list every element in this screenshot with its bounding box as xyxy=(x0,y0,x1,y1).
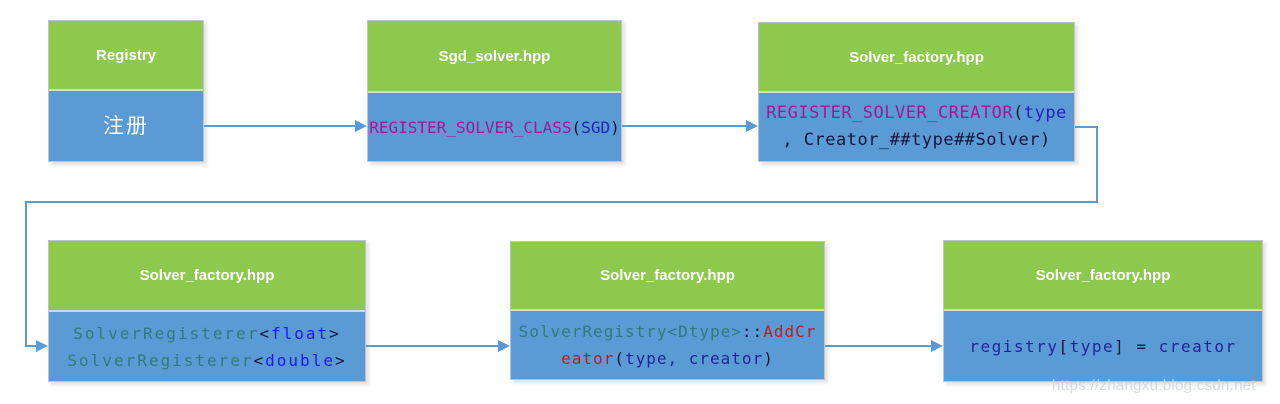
code-segment: type, creator xyxy=(624,349,764,368)
code-line: SolverRegisterer<float> xyxy=(73,320,341,347)
code-segment: ] xyxy=(1114,336,1126,356)
node-sgd-solver-header: Sgd_solver.hpp xyxy=(368,21,621,93)
node-solver-factory-registerer-title: Solver_factory.hpp xyxy=(139,267,275,284)
code-segment: SolverRegistry xyxy=(518,322,668,341)
node-solver-factory-registry-assign-body: registry[type] = creator xyxy=(944,311,1262,381)
code-line: , Creator_##type##Solver) xyxy=(782,127,1050,154)
node-solver-factory-registerer-header: Solver_factory.hpp xyxy=(49,241,365,312)
code-segment: < xyxy=(253,350,266,370)
code-segment: type xyxy=(1069,336,1115,356)
code-line: SolverRegistry<Dtype>::AddCr xyxy=(519,318,817,345)
code-segment: ( xyxy=(1013,103,1024,123)
connector-elbow-into-registerer xyxy=(25,345,36,347)
code-segment: <Dtype> xyxy=(667,322,742,341)
code-segment: REGISTER_SOLVER_CLASS xyxy=(369,117,572,137)
connector-registerer-to-addcreator xyxy=(366,345,498,347)
connector-addcreator-to-assign xyxy=(825,345,931,347)
code-segment: creator xyxy=(1158,336,1237,356)
arrowhead-into-registerer xyxy=(36,340,48,352)
code-segment: eator xyxy=(561,349,615,368)
connector-sgd-to-factory xyxy=(622,125,746,127)
arrowhead-addcreator-to-assign xyxy=(931,340,943,352)
node-solver-factory-addcreator-title: Solver_factory.hpp xyxy=(600,267,735,284)
node-solver-factory-registerer: Solver_factory.hpp SolverRegisterer<floa… xyxy=(48,240,366,382)
code-segment: < xyxy=(259,323,271,343)
node-solver-factory-creator-title: Solver_factory.hpp xyxy=(849,48,984,66)
connector-elbow-long-horizontal xyxy=(25,201,1098,203)
node-registry-label: 注册 xyxy=(103,113,149,140)
node-sgd-solver-body: REGISTER_SOLVER_CLASS(SGD) xyxy=(368,93,621,161)
node-solver-factory-registerer-body: SolverRegisterer<float> SolverRegisterer… xyxy=(49,312,365,381)
code-segment: > xyxy=(329,323,341,343)
code-segment: SolverRegisterer xyxy=(73,323,260,343)
code-line: eator(type, creator) xyxy=(561,345,774,372)
node-solver-factory-addcreator-header: Solver_factory.hpp xyxy=(511,242,824,311)
node-solver-factory-registry-assign-title: Solver_factory.hpp xyxy=(1035,266,1171,284)
connector-elbow-right-stub xyxy=(1075,126,1098,128)
code-segment: ) xyxy=(763,349,774,368)
code-segment: double xyxy=(265,350,335,370)
connector-elbow-down-right xyxy=(1096,126,1098,203)
node-solver-factory-creator-header: Solver_factory.hpp xyxy=(759,23,1074,93)
node-registry: Registry 注册 xyxy=(48,20,204,162)
watermark-url: https://zhangxu.blog.csdn.net xyxy=(1052,377,1256,394)
code-segment: REGISTER_SOLVER_CREATOR xyxy=(766,103,1014,123)
node-sgd-solver-title: Sgd_solver.hpp xyxy=(438,47,551,65)
node-solver-factory-creator-body: REGISTER_SOLVER_CREATOR(type , Creator_#… xyxy=(759,93,1074,161)
code-segment: float xyxy=(270,323,330,343)
connector-registry-to-sgd xyxy=(204,125,355,127)
connector-elbow-down-left xyxy=(25,201,27,346)
code-line: SolverRegisterer<double> xyxy=(67,347,346,374)
code-segment: ) xyxy=(610,117,620,137)
node-registry-header: Registry xyxy=(49,21,203,91)
code-segment: :: xyxy=(741,322,764,341)
node-registry-body: 注册 xyxy=(49,91,203,161)
node-sgd-solver: Sgd_solver.hpp REGISTER_SOLVER_CLASS(SGD… xyxy=(367,20,622,162)
code-segment: SGD xyxy=(581,117,611,137)
code-segment: , Creator_##type##Solver) xyxy=(782,130,1051,150)
code-segment: SolverRegisterer xyxy=(67,350,254,370)
node-solver-factory-creator: Solver_factory.hpp REGISTER_SOLVER_CREAT… xyxy=(758,22,1075,162)
node-solver-factory-addcreator: Solver_factory.hpp SolverRegistry<Dtype>… xyxy=(510,241,825,380)
node-solver-factory-registry-assign: Solver_factory.hpp registry[type] = crea… xyxy=(943,240,1263,382)
code-line: REGISTER_SOLVER_CREATOR(type xyxy=(766,100,1067,127)
code-segment: registry xyxy=(969,336,1059,356)
code-segment: type xyxy=(1023,103,1067,123)
code-segment: ( xyxy=(571,117,582,137)
code-segment: [ xyxy=(1058,336,1070,356)
node-registry-title: Registry xyxy=(95,46,157,64)
code-segment: 注册 xyxy=(103,114,149,138)
node-solver-factory-registry-assign-header: Solver_factory.hpp xyxy=(944,241,1262,311)
code-segment: > xyxy=(334,350,347,370)
arrowhead-registerer-to-addcreator xyxy=(498,340,510,352)
code-segment: = xyxy=(1125,336,1159,356)
arrowhead-registry-to-sgd xyxy=(355,120,367,132)
code-line: registry[type] = creator xyxy=(969,333,1236,360)
code-segment: ( xyxy=(614,349,625,368)
code-segment: AddCr xyxy=(763,322,817,341)
node-solver-factory-addcreator-body: SolverRegistry<Dtype>::AddCr eator(type,… xyxy=(511,311,824,379)
code-line: REGISTER_SOLVER_CLASS(SGD) xyxy=(369,114,619,141)
arrowhead-sgd-to-factory xyxy=(746,120,758,132)
